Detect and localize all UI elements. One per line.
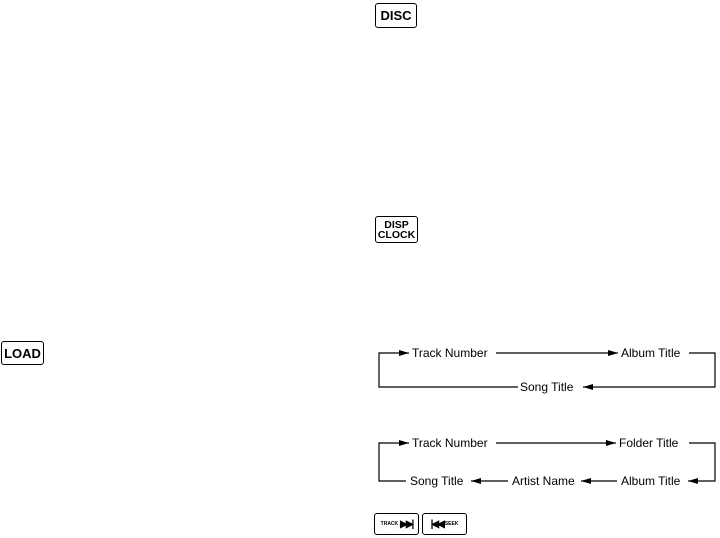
load-button[interactable]: LOAD bbox=[1, 341, 44, 365]
mp3-artist-name: Artist Name bbox=[512, 474, 575, 488]
cd-album-title: Album Title bbox=[621, 346, 681, 360]
mp3-song-title: Song Title bbox=[410, 474, 464, 488]
skip-back-icon: |◀◀ bbox=[430, 518, 445, 530]
seek-label: SEEK bbox=[444, 521, 459, 527]
disp-clock-button[interactable]: DISP CLOCK bbox=[375, 216, 418, 243]
cd-text-display-cycle: Track Number Album Title Song Title bbox=[378, 346, 716, 394]
skip-forward-icon: ▶▶| bbox=[400, 518, 414, 530]
clock-button-label: CLOCK bbox=[377, 228, 416, 241]
track-next-button[interactable]: TRACK ▶▶| bbox=[374, 513, 419, 535]
mp3-loop-arrow-left bbox=[378, 440, 409, 482]
loop-arrow-right bbox=[583, 352, 716, 390]
mp3-album-title: Album Title bbox=[621, 474, 681, 488]
mp3-folder-title: Folder Title bbox=[619, 436, 679, 450]
disp-button-label: DISP bbox=[384, 218, 409, 231]
mp3-display-cycle: Track Number Folder Title Album Title Ar… bbox=[378, 436, 716, 488]
cd-track-number: Track Number bbox=[412, 346, 488, 360]
disc-button[interactable]: DISC bbox=[375, 3, 417, 28]
seek-back-button[interactable]: |◀◀ SEEK bbox=[422, 513, 467, 535]
load-button-label: LOAD bbox=[4, 345, 41, 361]
track-label: TRACK bbox=[380, 521, 399, 527]
loop-arrow-left bbox=[378, 350, 518, 388]
cd-song-title: Song Title bbox=[520, 380, 574, 394]
mp3-track-number: Track Number bbox=[412, 436, 488, 450]
mp3-loop-arrow-right bbox=[688, 442, 716, 484]
disc-button-label: DISC bbox=[380, 8, 412, 23]
